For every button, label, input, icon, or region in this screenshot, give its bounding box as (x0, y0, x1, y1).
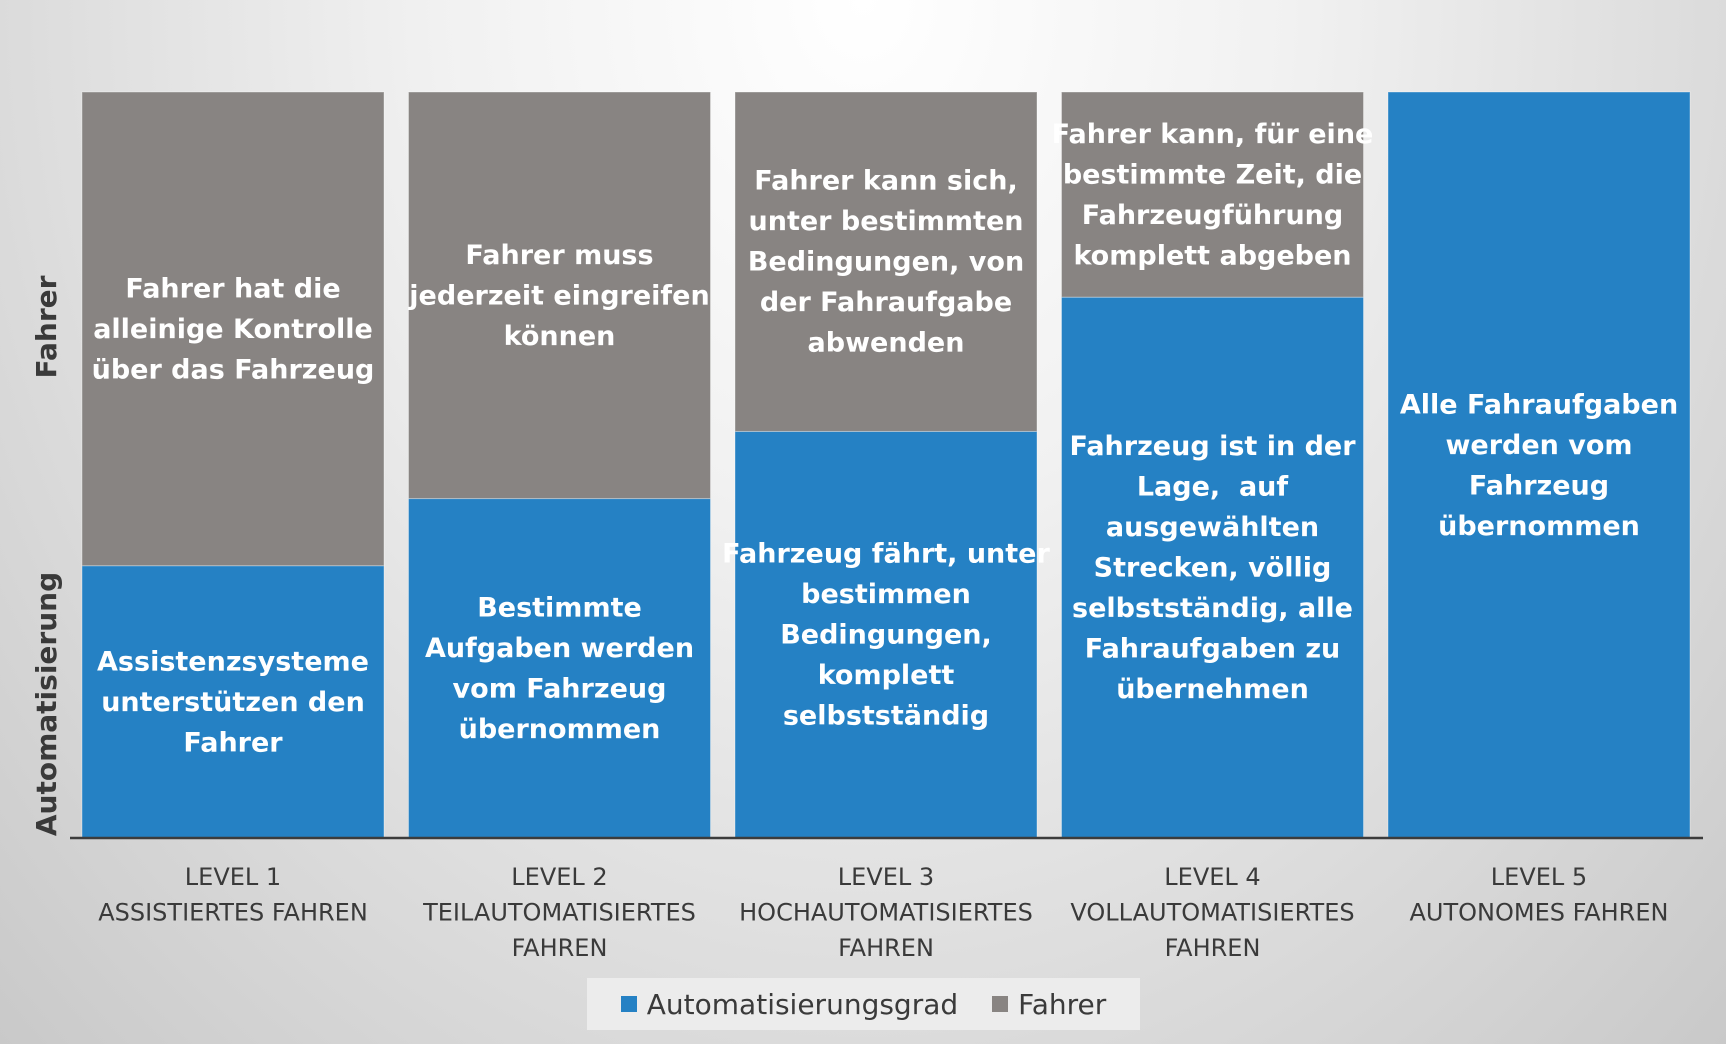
category-label-line: HOCHAUTOMATISIERTES (739, 899, 1033, 927)
segment-label-line: abwenden (808, 328, 965, 359)
segment-label-line: Fahrzeug fährt, unter (722, 539, 1050, 570)
segment-label-line: selbstständig (783, 701, 989, 732)
legend-label-fahrer: Fahrer (1018, 987, 1107, 1021)
segment-label-line: bestimmte Zeit, die (1063, 159, 1362, 190)
segment-label-line: ausgewählten (1106, 512, 1319, 543)
category-label-line: FAHREN (838, 934, 934, 962)
bar-segment-automatisierung-level-5 (1387, 91, 1691, 839)
category-label-line: LEVEL 5 (1491, 863, 1587, 891)
segment-label-line: übernommen (1438, 511, 1640, 542)
segment-label-line: vom Fahrzeug (453, 674, 667, 705)
segment-label-fahrer-level-2: Fahrer muss jederzeit eingreifen können (408, 240, 709, 352)
category-label-line: LEVEL 1 (185, 863, 281, 891)
category-label-line: ASSISTIERTES FAHREN (98, 899, 368, 927)
legend-item-automatisierungsgrad: Automatisierungsgrad (620, 987, 959, 1021)
segment-label-line: Bedingungen, von (748, 247, 1024, 278)
category-label-level-2: LEVEL 2 TEILAUTOMATISIERTES FAHREN (422, 863, 696, 962)
legend-label-automatisierungsgrad: Automatisierungsgrad (646, 987, 959, 1021)
segment-label-line: jederzeit eingreifen (408, 280, 709, 311)
category-label-line: AUTONOMES FAHREN (1410, 899, 1669, 927)
segment-label-line: Fahrzeugführung (1082, 200, 1343, 231)
bar-segment-automatisierung-level-2 (408, 498, 711, 839)
segment-label-line: selbstständig, alle (1072, 593, 1353, 624)
legend-swatch-automatisierungsgrad (620, 996, 637, 1012)
category-label-line: VOLLAUTOMATISIERTES (1070, 899, 1354, 927)
bar-segment-fahrer-level-1 (81, 91, 385, 567)
y-axis-label-automatisierung: Automatisierung (30, 572, 63, 836)
segment-label-line: Fahrer (183, 727, 283, 758)
segment-label-line: Fahrer hat die (125, 273, 340, 304)
category-label-line: FAHREN (512, 934, 608, 962)
segment-label-line: Strecken, völlig (1094, 553, 1332, 584)
segment-label-line: übernommen (459, 714, 661, 745)
segment-label-line: Alle Fahraufgaben (1400, 389, 1678, 420)
category-label-line: TEILAUTOMATISIERTES (422, 899, 696, 927)
segment-label-line: Fahrer kann sich, (754, 166, 1017, 197)
legend-swatch-fahrer (992, 996, 1009, 1012)
segment-label-fahrer-level-4: Fahrer kann, für eine bestimmte Zeit, die… (1052, 119, 1374, 272)
category-label-line: FAHREN (1165, 934, 1261, 962)
bar-segment-automatisierung-level-1 (81, 565, 385, 839)
category-label-level-3: LEVEL 3 HOCHAUTOMATISIERTES FAHREN (739, 863, 1033, 962)
segment-label-line: Assistenzsysteme (97, 646, 369, 677)
segment-label-fahrer-level-1: Fahrer hat die alleinige Kontrolle über da… (92, 273, 375, 385)
segment-label-line: Lage, auf (1137, 472, 1289, 503)
category-labels-layer: LEVEL 1 ASSISTIERTES FAHREN LEVEL 2 TEILAUT… (98, 863, 1668, 962)
segment-label-line: alleinige Kontrolle (93, 314, 373, 345)
bar-segment-automatisierung-level-3 (734, 430, 1038, 839)
segment-label-line: Fahrer kann, für eine (1052, 119, 1374, 150)
segment-label-line: Aufgaben werden (425, 633, 694, 664)
category-label-level-4: LEVEL 4 VOLLAUTOMATISIERTES FAHREN (1070, 863, 1354, 962)
bar-segment-fahrer-level-4 (1061, 91, 1364, 298)
y-axis-label-fahrer: Fahrer (30, 275, 63, 378)
segment-label-line: werden vom (1445, 430, 1632, 461)
bar-segment-fahrer-level-2 (408, 91, 711, 500)
legend-item-fahrer: Fahrer (992, 988, 1106, 1021)
category-label-line: LEVEL 4 (1164, 863, 1260, 891)
legend: Automatisierungsgrad Fahrer (587, 978, 1140, 1030)
segment-label-line: Fahraufgaben zu (1085, 634, 1341, 665)
segment-label-line: können (504, 321, 616, 352)
segment-label-line: unterstützen den (101, 687, 365, 718)
category-label-level-5: LEVEL 5 AUTONOMES FAHREN (1410, 863, 1669, 927)
segment-label-line: übernehmen (1116, 674, 1309, 705)
segment-label-line: Fahrzeug (1469, 470, 1609, 501)
category-label-line: LEVEL 2 (511, 863, 607, 891)
bar-segment-automatisierung-level-4 (1061, 296, 1364, 839)
segment-label-line: Fahrzeug ist in der (1069, 431, 1356, 462)
segment-label-line: der Fahraufgabe (760, 287, 1012, 318)
category-label-line: LEVEL 3 (838, 863, 934, 891)
segment-label-line: unter bestimmten (749, 206, 1024, 237)
segment-label-line: bestimmen (801, 579, 971, 610)
segment-label-line: komplett (818, 660, 955, 691)
segment-label-line: komplett abgeben (1073, 240, 1351, 271)
segment-label-line: Bestimmte (477, 593, 642, 624)
bars-layer (81, 91, 1691, 839)
segment-label-line: Bedingungen, (780, 620, 992, 651)
bar-segment-fahrer-level-3 (734, 91, 1038, 432)
segment-label-line: über das Fahrzeug (92, 354, 375, 385)
category-label-level-1: LEVEL 1 ASSISTIERTES FAHREN (98, 863, 368, 927)
segment-label-line: Fahrer muss (465, 240, 653, 271)
